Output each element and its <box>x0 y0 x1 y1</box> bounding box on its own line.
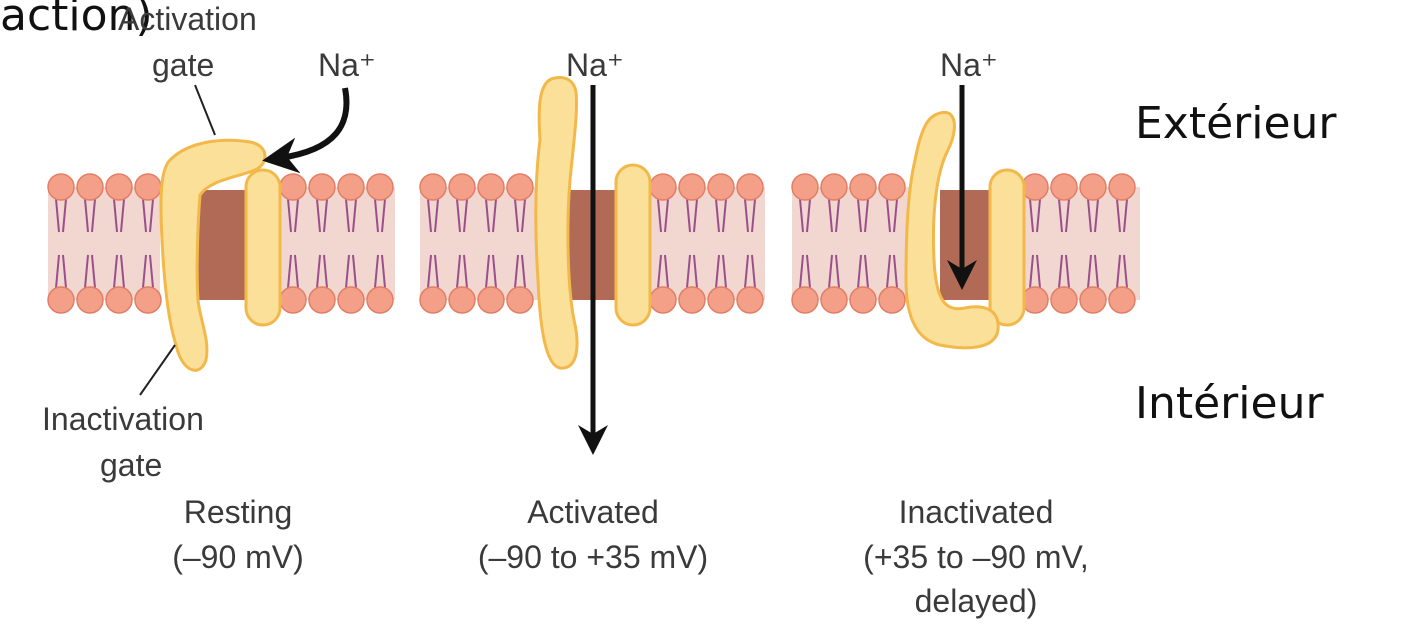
lipid-head <box>105 173 133 201</box>
lipid-head <box>649 286 677 314</box>
pointer-activation-gate <box>194 84 216 136</box>
lipid-head <box>1108 286 1136 314</box>
lipid-head <box>506 173 534 201</box>
na-entry-arrow <box>262 87 350 174</box>
lipid-head <box>649 173 677 201</box>
lipid-head <box>279 173 307 201</box>
channel-subunit-right <box>614 163 652 327</box>
inside-label: Intérieur <box>1135 378 1324 429</box>
state-inactivated-detail-2: delayed) <box>915 583 1038 619</box>
lipid-head <box>105 286 133 314</box>
channel-subunit-right <box>988 168 1026 327</box>
lipid-head <box>337 286 365 314</box>
lipid-head <box>1079 286 1107 314</box>
lipid-head <box>820 286 848 314</box>
activation-gate-label: Activation <box>118 1 257 37</box>
lipid-head <box>820 173 848 201</box>
lipid-head <box>506 286 534 314</box>
lipid-head <box>308 173 336 201</box>
lipid-head <box>849 286 877 314</box>
lipid-head <box>707 173 735 201</box>
lipid-head <box>419 286 447 314</box>
pointer-inactivation-gate <box>139 344 176 396</box>
lipid-head <box>849 173 877 201</box>
lipid-head <box>791 173 819 201</box>
lipid-head <box>678 286 706 314</box>
lipid-head <box>279 286 307 314</box>
channel-pore <box>940 190 995 300</box>
lipid-head <box>878 173 906 201</box>
lipid-head <box>337 173 365 201</box>
lipid-head <box>134 286 162 314</box>
lipid-head <box>448 286 476 314</box>
state-resting-name: Resting <box>184 494 293 530</box>
lipid-head <box>1050 173 1078 201</box>
top-cut-text: action) <box>0 0 153 41</box>
state-inactivated-detail: (+35 to –90 mV, <box>863 539 1089 575</box>
na-label-2: Na⁺ <box>566 47 624 83</box>
lipid-head <box>76 286 104 314</box>
activation-gate <box>534 76 579 370</box>
channel-pore <box>198 190 253 300</box>
inactivation-gate <box>904 111 1000 350</box>
lipid-head <box>1108 173 1136 201</box>
lipid-head <box>308 286 336 314</box>
outside-label: Extérieur <box>1135 98 1337 149</box>
lipid-head <box>791 286 819 314</box>
lipid-head <box>736 286 764 314</box>
membrane-segment <box>279 173 395 314</box>
state-activated-name: Activated <box>527 494 659 530</box>
channel-subunit-right <box>244 168 282 327</box>
lipid-head <box>477 286 505 314</box>
membrane-segment <box>419 173 540 314</box>
lipid-head <box>1021 173 1049 201</box>
lipid-head <box>366 286 394 314</box>
membrane-segment <box>791 173 912 314</box>
channel-inactivated <box>904 85 1026 350</box>
lipid-head <box>736 173 764 201</box>
lipid-head <box>1050 286 1078 314</box>
lipid-head <box>47 173 75 201</box>
membrane-segment <box>1021 173 1140 314</box>
na-label-1: Na⁺ <box>318 47 376 83</box>
lipid-head <box>878 286 906 314</box>
state-activated-detail: (–90 to +35 mV) <box>478 539 708 575</box>
channel-activated <box>534 76 652 455</box>
lipid-head <box>419 173 447 201</box>
lipid-head <box>366 173 394 201</box>
channel-resting <box>139 84 350 396</box>
lipid-head <box>678 173 706 201</box>
activation-gate <box>159 138 267 372</box>
lipid-head <box>477 173 505 201</box>
membrane-segment <box>649 173 765 314</box>
membrane-segment <box>47 173 162 314</box>
state-inactivated-name: Inactivated <box>899 494 1054 530</box>
lipid-head <box>1021 286 1049 314</box>
state-resting-detail: (–90 mV) <box>172 539 304 575</box>
lipid-head <box>1079 173 1107 201</box>
lipid-head <box>707 286 735 314</box>
inactivation-gate-label: Inactivation <box>42 401 204 437</box>
lipid-head <box>448 173 476 201</box>
na-label-3: Na⁺ <box>940 47 998 83</box>
lipid-head <box>134 173 162 201</box>
lipid-head <box>47 286 75 314</box>
inactivation-gate-label-2: gate <box>100 447 162 483</box>
lipid-head <box>76 173 104 201</box>
activation-gate-label-2: gate <box>152 47 214 83</box>
